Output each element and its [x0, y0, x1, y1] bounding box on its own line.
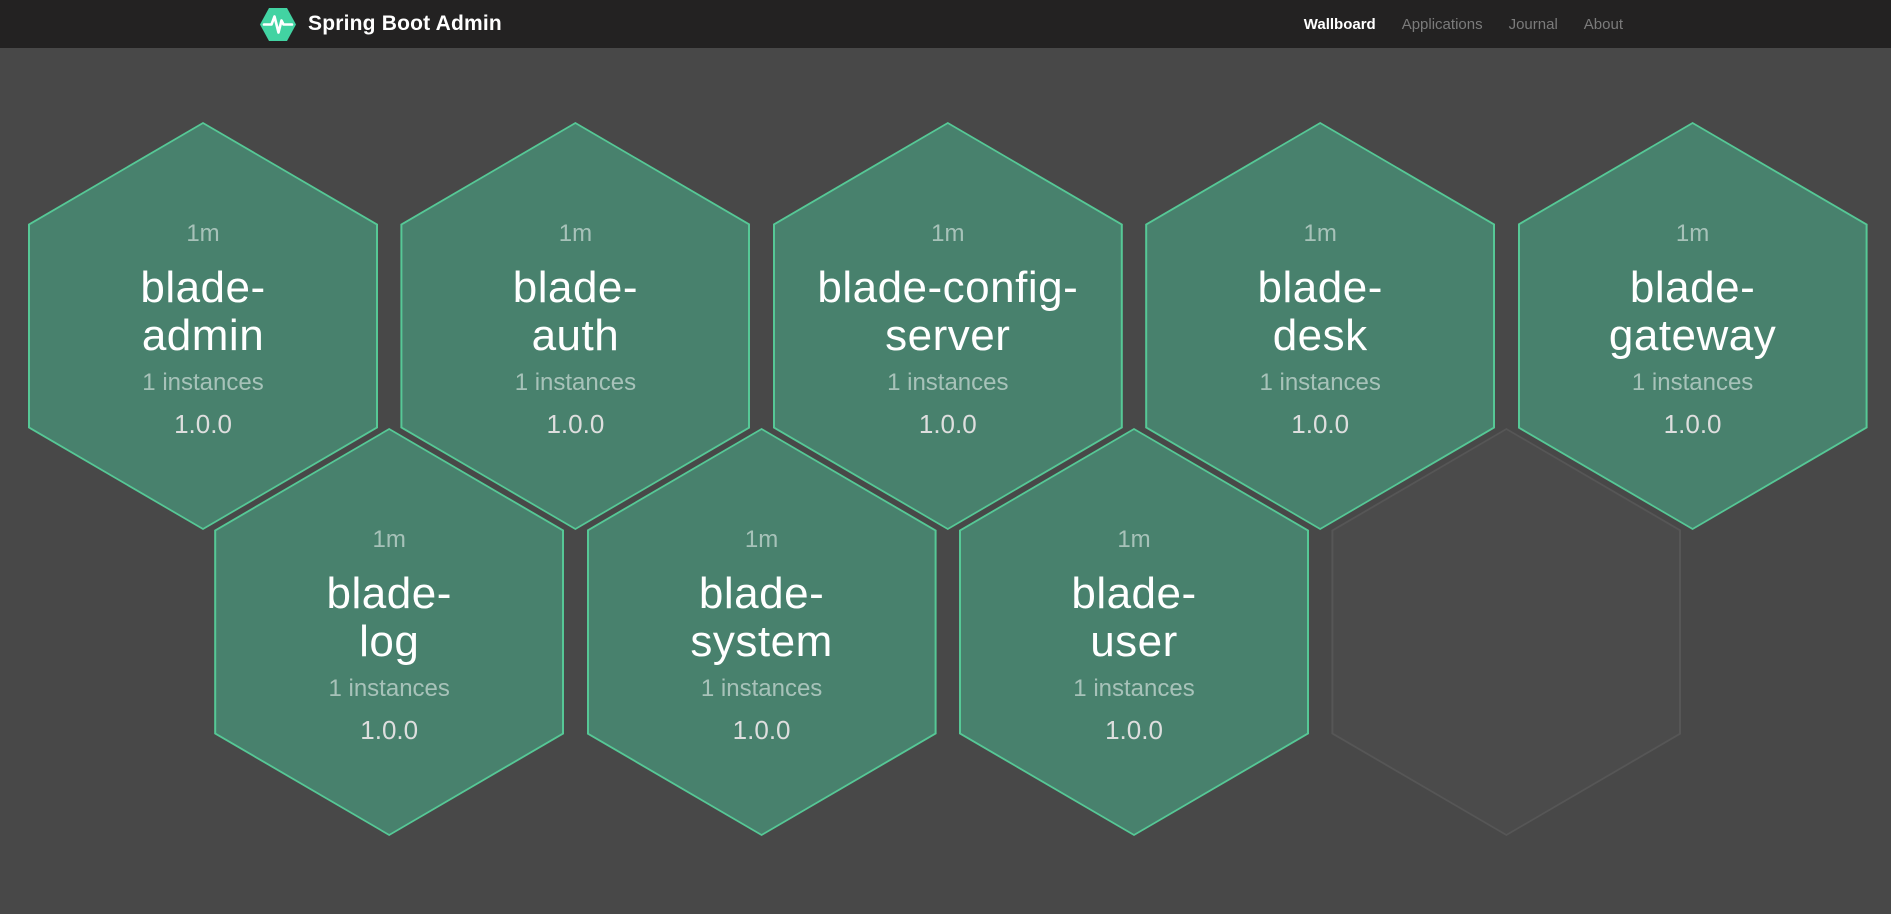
hex-version: 1.0.0 — [174, 409, 232, 439]
hex-app-name-line: blade- — [326, 569, 452, 618]
hex-uptime: 1m — [186, 220, 220, 247]
hex-instances-count: 1 instances — [700, 675, 823, 702]
hex-app-name: blade-admin — [140, 264, 265, 360]
hex-inner: 1m blade-auth 1 instances 1.0.0 — [402, 124, 749, 528]
hex-inner: 1m blade-admin 1 instances 1.0.0 — [30, 124, 376, 528]
nav-link-wallboard[interactable]: Wallboard — [1303, 15, 1376, 33]
hex-app-name-line: admin — [141, 311, 265, 360]
hex-version: 1.0.0 — [546, 409, 605, 439]
hex-app-name-line: blade- — [698, 569, 825, 618]
brand[interactable]: Spring Boot Admin — [258, 0, 502, 48]
hex-version: 1.0.0 — [732, 715, 791, 745]
hex-instances-count: 1 instances — [328, 675, 450, 702]
hex-app-name-line: blade- — [1629, 263, 1756, 312]
nav-link-journal[interactable]: Journal — [1508, 15, 1558, 33]
hex-uptime: 1m — [1303, 220, 1337, 247]
hex-tile-blade-desk[interactable]: 1m blade-desk 1 instances 1.0.0 — [1145, 122, 1496, 530]
hex-version: 1.0.0 — [1291, 409, 1350, 439]
hex-tile-blade-system[interactable]: 1m blade-system 1 instances 1.0.0 — [586, 428, 937, 836]
hex-version: 1.0.0 — [1663, 409, 1722, 439]
hex-app-name-line: blade- — [1257, 263, 1383, 312]
hex-uptime: 1m — [1117, 526, 1151, 553]
hex-instances-count: 1 instances — [1073, 675, 1195, 702]
hex-tile-blade-gateway[interactable]: 1m blade-gateway 1 instances 1.0.0 — [1517, 122, 1868, 530]
hex-instances-count: 1 instances — [1259, 369, 1381, 396]
hex-instances-count: 1 instances — [887, 369, 1009, 396]
hex-instances-count: 1 instances — [1631, 369, 1754, 396]
hex-app-name: blade-gateway — [1609, 264, 1776, 360]
hex-uptime: 1m — [931, 220, 965, 247]
hex-uptime: 1m — [1675, 220, 1710, 247]
hex-app-name-line: auth — [531, 311, 620, 360]
hex-app-name-line: user — [1090, 617, 1178, 666]
hex-version: 1.0.0 — [1105, 715, 1163, 745]
hex-app-name: blade-desk — [1258, 264, 1383, 360]
nav-links: Wallboard Applications Journal About — [1304, 0, 1623, 48]
top-navbar: Spring Boot Admin Wallboard Applications J… — [0, 0, 1891, 48]
hex-uptime: 1m — [372, 526, 406, 553]
hex-app-name-line: desk — [1272, 311, 1368, 360]
hex-uptime: 1m — [558, 220, 593, 247]
hex-version: 1.0.0 — [360, 715, 419, 745]
hex-app-name-line: blade- — [512, 263, 639, 312]
hex-version: 1.0.0 — [918, 409, 977, 439]
hex-tile-blade-log[interactable]: 1m blade-log 1 instances 1.0.0 — [214, 428, 565, 836]
hex-app-name: blade-user — [1071, 570, 1196, 666]
hex-app-name-line: system — [690, 617, 833, 666]
hex-app-name-line: blade- — [140, 263, 266, 312]
hex-app-name-line: gateway — [1608, 311, 1777, 360]
wallboard: 1m blade-admin 1 instances 1.0.0 1m blade-aut… — [0, 48, 1891, 914]
hex-app-name-line: log — [359, 617, 420, 666]
hex-instances-count: 1 instances — [514, 369, 637, 396]
hex-app-name: blade-system — [690, 570, 832, 666]
hex-empty-slot — [1331, 428, 1682, 836]
hex-uptime: 1m — [744, 526, 779, 553]
hex-app-name-line: blade- — [1071, 569, 1197, 618]
hex-app-name-line: server — [885, 311, 1011, 360]
nav-link-applications[interactable]: Applications — [1401, 15, 1483, 33]
hex-app-name: blade-auth — [513, 264, 638, 360]
hex-tile-blade-admin[interactable]: 1m blade-admin 1 instances 1.0.0 — [28, 122, 378, 530]
spring-boot-admin-logo-icon — [260, 7, 296, 41]
hex-app-name: blade-log — [327, 570, 452, 666]
hex-app-name-line: blade-config- — [817, 263, 1079, 312]
nav-link-about[interactable]: About — [1583, 15, 1623, 33]
hex-instances-count: 1 instances — [142, 369, 264, 396]
hex-app-name: blade-config-server — [817, 264, 1078, 360]
brand-title: Spring Boot Admin — [308, 12, 502, 35]
